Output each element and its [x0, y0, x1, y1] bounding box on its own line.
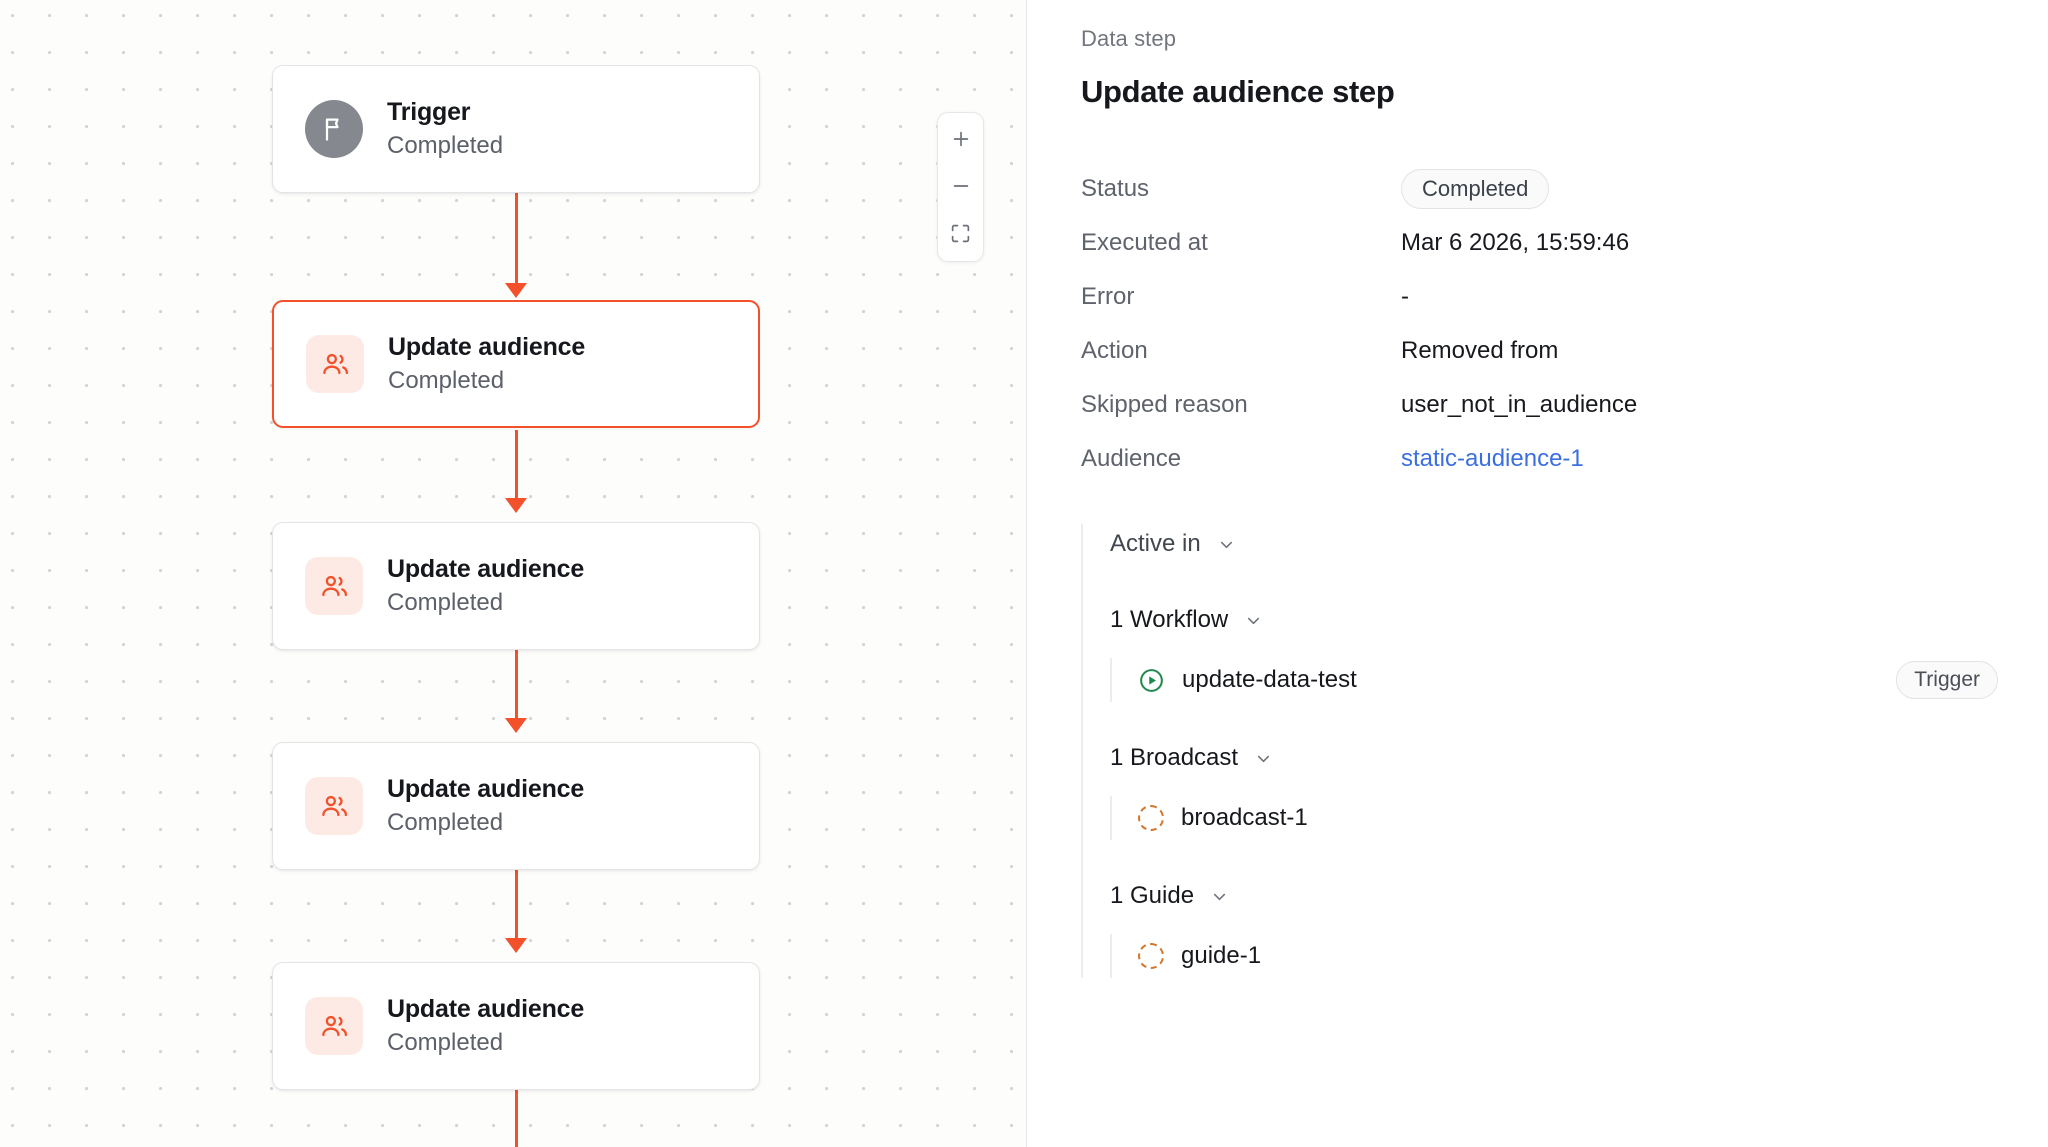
audience-icon	[305, 557, 363, 615]
list-item[interactable]: guide-1	[1138, 934, 2008, 978]
audience-icon	[306, 335, 364, 393]
detail-value: Removed from	[1401, 337, 1559, 364]
guide-items: guide-1	[1110, 934, 2008, 978]
trigger-badge: Trigger	[1896, 661, 1998, 699]
edge-arrow-4	[505, 938, 527, 953]
workflow-canvas[interactable]: Trigger Completed Update audience Comp	[0, 0, 1027, 1147]
workflow-group-toggle[interactable]: 1 Workflow	[1110, 600, 2008, 640]
active-in-toggle[interactable]: Active in	[1110, 524, 2008, 564]
audience-icon	[305, 997, 363, 1055]
detail-value: -	[1401, 283, 1409, 310]
edge-update-3-to-4	[515, 870, 518, 940]
flow-node-update-audience-2[interactable]: Update audience Completed	[272, 522, 760, 650]
edge-arrow-2	[505, 498, 527, 513]
zoom-controls	[937, 112, 984, 262]
flow-node-status: Completed	[387, 132, 504, 160]
panel-eyebrow: Data step	[1081, 26, 1177, 51]
detail-value: user_not_in_audience	[1401, 391, 1638, 418]
list-item-label: update-data-test	[1182, 666, 1357, 693]
broadcast-items: broadcast-1	[1110, 796, 2008, 840]
flow-node-status: Completed	[387, 589, 504, 617]
active-in-label: Active in	[1110, 530, 1201, 557]
step-details-panel: Data step Update audience step Status Co…	[1027, 0, 2048, 1147]
flow-node-trigger[interactable]: Trigger Completed	[272, 65, 760, 193]
flow-node-title: Update audience	[387, 775, 585, 804]
flow-node-title: Trigger	[387, 98, 471, 127]
play-circle-icon	[1138, 667, 1165, 694]
list-item-label: guide-1	[1181, 942, 1262, 969]
zoom-in-button[interactable]	[946, 124, 976, 154]
detail-label: Error	[1081, 283, 1135, 310]
flag-icon	[305, 100, 363, 158]
detail-value: Mar 6 2026, 15:59:46	[1401, 229, 1630, 256]
edge-update-4-to-next	[515, 1090, 518, 1147]
chevron-down-icon	[1217, 535, 1236, 554]
detail-label: Status	[1081, 175, 1150, 202]
detail-row-executed-at: Executed at Mar 6 2026, 15:59:46	[1081, 216, 2008, 270]
dashed-circle-icon	[1138, 943, 1164, 969]
edge-update-1-to-2	[515, 430, 518, 500]
flow-node-update-audience-4[interactable]: Update audience Completed	[272, 962, 760, 1090]
flow-node-update-audience-3[interactable]: Update audience Completed	[272, 742, 760, 870]
list-item[interactable]: broadcast-1	[1138, 796, 2008, 840]
detail-row-action: Action Removed from	[1081, 324, 2008, 378]
detail-row-status: Status Completed	[1081, 162, 2008, 216]
flow-node-text: Update audience Completed	[387, 995, 584, 1056]
active-in-group-guide: 1 Guide guide-1	[1110, 876, 2008, 978]
page-title: Update audience step	[1081, 74, 1395, 109]
edge-trigger-to-update-1-b	[515, 193, 518, 285]
chevron-down-icon	[1210, 887, 1229, 906]
active-in-section: Active in 1 Workflow	[1081, 524, 2008, 978]
detail-row-audience: Audience static-audience-1	[1081, 432, 2008, 486]
chevron-down-icon	[1244, 611, 1263, 630]
detail-row-skipped-reason: Skipped reason user_not_in_audience	[1081, 378, 2008, 432]
detail-label: Skipped reason	[1081, 391, 1248, 418]
flow-node-update-audience-1[interactable]: Update audience Completed	[272, 300, 760, 428]
flow-node-title: Update audience	[388, 333, 586, 362]
flow-node-title: Update audience	[387, 995, 585, 1024]
fit-view-icon[interactable]	[946, 218, 976, 248]
zoom-out-button[interactable]	[946, 171, 976, 201]
flow-node-text: Update audience Completed	[387, 555, 584, 616]
flow-node-title: Update audience	[387, 555, 585, 584]
detail-label: Executed at	[1081, 229, 1208, 256]
edge-arrow-3	[505, 718, 527, 733]
active-in-group-workflow: 1 Workflow	[1110, 600, 2008, 702]
broadcast-group-label: 1 Broadcast	[1110, 744, 1239, 771]
flow-node-text: Trigger Completed	[387, 98, 503, 159]
edge-arrow-1	[505, 283, 527, 298]
flow-node-status: Completed	[388, 367, 505, 395]
detail-label: Action	[1081, 337, 1148, 364]
workflow-items: update-data-test Trigger	[1110, 658, 2008, 702]
chevron-down-icon	[1254, 749, 1273, 768]
workflow-group-label: 1 Workflow	[1110, 606, 1229, 633]
audience-link[interactable]: static-audience-1	[1401, 445, 1584, 472]
flow-node-text: Update audience Completed	[387, 775, 584, 836]
edge-update-2-to-3	[515, 650, 518, 720]
detail-row-error: Error -	[1081, 270, 2008, 324]
dashed-circle-icon	[1138, 805, 1164, 831]
detail-label: Audience	[1081, 445, 1182, 472]
guide-group-toggle[interactable]: 1 Guide	[1110, 876, 2008, 916]
flow-node-status: Completed	[387, 1029, 504, 1057]
broadcast-group-toggle[interactable]: 1 Broadcast	[1110, 738, 2008, 778]
active-in-group-broadcast: 1 Broadcast broadcast-1	[1110, 738, 2008, 840]
flow-node-status: Completed	[387, 809, 504, 837]
list-item[interactable]: update-data-test Trigger	[1138, 658, 2008, 702]
flow-node-text: Update audience Completed	[388, 333, 585, 394]
status-badge: Completed	[1401, 169, 1550, 209]
guide-group-label: 1 Guide	[1110, 882, 1195, 909]
list-item-label: broadcast-1	[1181, 804, 1308, 831]
audience-icon	[305, 777, 363, 835]
